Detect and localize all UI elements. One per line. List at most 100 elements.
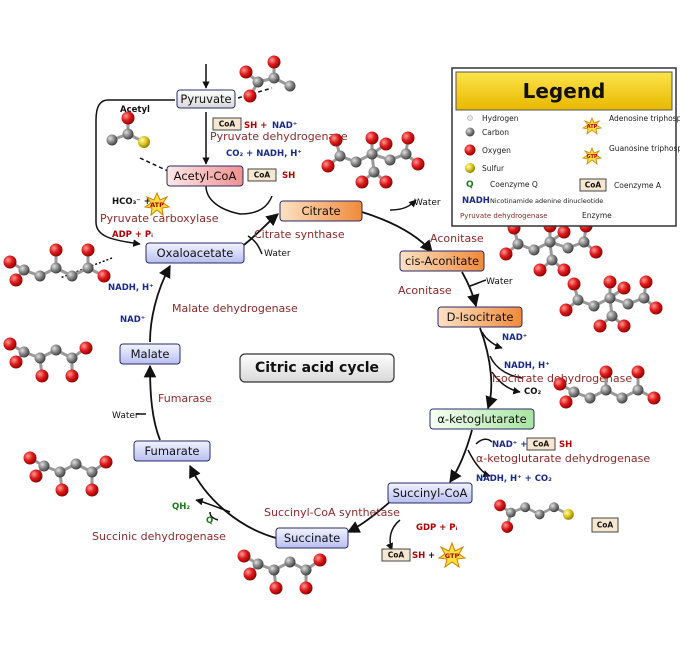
oxygen-atom	[267, 55, 281, 69]
legend-item-coq: Q Coenzyme Q	[466, 180, 538, 190]
carbon-atom	[70, 458, 82, 470]
metabolite-succinate: Succinate	[275, 527, 349, 549]
enzyme-malate-dehydrogenase: Malate dehydrogenase	[172, 302, 298, 315]
oxygen-atom	[243, 567, 257, 581]
oxygen-atom	[617, 281, 631, 295]
label-nad-pdh: NAD⁺	[272, 121, 297, 131]
carbon-atom	[334, 150, 346, 162]
oxygen-atom	[631, 365, 645, 379]
oxygen-atom	[269, 581, 283, 595]
legend-label-carbon: Carbon	[482, 128, 509, 137]
metabolite-malate: Malate	[119, 343, 181, 365]
legend-symbol-coq: Q	[466, 180, 474, 190]
legend-item-coa: CoA	[579, 178, 607, 192]
oxygen-atom	[97, 269, 111, 283]
oxygen-atom	[55, 483, 69, 497]
label-water-citrate: Water	[414, 198, 441, 208]
enzyme-citrate-synthase: Citrate synthase	[254, 228, 345, 241]
oxygen-atom	[649, 301, 663, 315]
metabolite-acetyl-coa-label: Acetyl-CoA	[174, 169, 237, 183]
oxygen-atom	[29, 469, 43, 483]
metabolite-acetyl-coa: Acetyl-CoA	[166, 165, 244, 187]
metabolite-a-ketoglutarate: α-ketoglutarate	[429, 408, 535, 430]
label-co2-nadh-pdh: CO₂ + NADH, H⁺	[226, 149, 302, 159]
carbon-atom	[544, 236, 556, 248]
label-water-fumarase: Water	[112, 411, 139, 421]
label-plus-succinyl: +	[428, 551, 435, 561]
carbon-atom	[584, 392, 596, 404]
oxygen-atom	[3, 255, 17, 269]
carbon-atom	[562, 242, 574, 254]
molecule-oxaloacetate	[3, 243, 111, 287]
carbon-atom	[505, 507, 516, 518]
oxygen-atom	[9, 273, 23, 287]
carbon-atom	[34, 270, 46, 282]
carbon-atom	[638, 292, 650, 304]
enzyme-pyruvate-carboxylase: Pyruvate carboxylase	[100, 212, 219, 225]
enzyme-akg-dehydrogenase: α-ketoglutarate dehydrogenase	[476, 452, 650, 465]
label-q: Q	[206, 516, 213, 526]
carbon-atom	[588, 300, 600, 312]
carbon-atom	[300, 564, 312, 576]
carbon-atom	[38, 460, 50, 472]
label-nadh-malate: NADH, H⁺	[108, 283, 154, 293]
entry-pathway	[59, 64, 523, 551]
carbon-atom	[616, 392, 628, 404]
atp-legend-icon	[581, 116, 603, 135]
coa-box-akg-label: CoA	[533, 440, 550, 449]
legend: Legend Hydrogen Carbon Oxygen Sulfur Q C…	[451, 67, 680, 227]
enzyme-aconitase-2: Aconitase	[398, 284, 452, 297]
carbon-atom	[400, 148, 412, 160]
coa-box-molecule: CoA	[591, 517, 619, 533]
oxygen-atom	[9, 355, 23, 369]
coa-box-pdh: CoA	[212, 117, 242, 131]
carbon-atom	[50, 344, 62, 356]
metabolite-a-ketoglutarate-label: α-ketoglutarate	[437, 412, 526, 426]
legend-label-nadh: Nicotinamide adenine dinucleotide	[490, 197, 603, 205]
carbon-atom	[622, 298, 634, 310]
metabolite-citrate: Citrate	[279, 200, 363, 222]
legend-item-sulfur: Sulfur	[465, 163, 505, 173]
carbon-atom	[549, 502, 559, 513]
coa-box-acetyl-label: CoA	[254, 171, 271, 180]
carbon-atom	[284, 556, 296, 568]
oxygen-atom	[617, 319, 631, 333]
carbon-atom	[54, 466, 66, 478]
arrow-citrate-to-cis-aconitate	[361, 211, 433, 253]
metabolite-pyruvate: Pyruvate	[176, 89, 236, 109]
atp-label: ATP	[150, 201, 164, 209]
legend-label-oxygen: Oxygen	[482, 146, 511, 155]
carbon-atom	[520, 502, 531, 513]
arrow-cis-aconitate-to-isocitrate	[461, 271, 480, 308]
metabolite-oxaloacetate-label: Oxaloacetate	[157, 246, 234, 260]
label-nadh-akg: NADH, H⁺ + CO₂	[476, 474, 552, 484]
oxygen-atom	[299, 581, 313, 595]
enzyme-pyruvate-dehydrogenase: Pyruvate dehydrogenase	[210, 130, 348, 143]
sulfur-icon	[465, 163, 475, 173]
oxygen-atom	[533, 263, 547, 277]
oxygen-atom	[557, 263, 571, 277]
oxygen-atom	[355, 175, 369, 189]
oxygen-atom	[494, 499, 506, 512]
carbon-atom	[268, 564, 280, 576]
carbon-atom	[66, 352, 78, 364]
coa-box-succinyl: CoA	[381, 548, 411, 562]
carbon-atom	[34, 352, 46, 364]
center-title-box: Citric acid cycle	[239, 353, 395, 383]
label-nadh-isocitrate: NADH, H⁺	[504, 361, 550, 371]
metabolite-fumarate-label: Fumarate	[145, 444, 200, 458]
metabolite-oxaloacetate: Oxaloacetate	[145, 242, 245, 264]
metabolite-pyruvate-label: Pyruvate	[180, 92, 231, 106]
carbon-atom	[606, 310, 618, 322]
legend-label-enzyme: Enzyme	[582, 211, 612, 220]
carbon-atom	[578, 236, 590, 248]
label-adp-pi: ADP + Pᵢ	[112, 230, 153, 240]
label-qh2: QH₂	[172, 502, 190, 512]
legend-label-coq: Coenzyme Q	[490, 180, 538, 189]
oxygen-atom	[81, 243, 95, 257]
legend-label-sulfur: Sulfur	[482, 164, 505, 173]
carbon-atom	[122, 128, 134, 140]
oxygen-atom	[593, 319, 607, 333]
molecule-acetyl	[106, 111, 150, 148]
